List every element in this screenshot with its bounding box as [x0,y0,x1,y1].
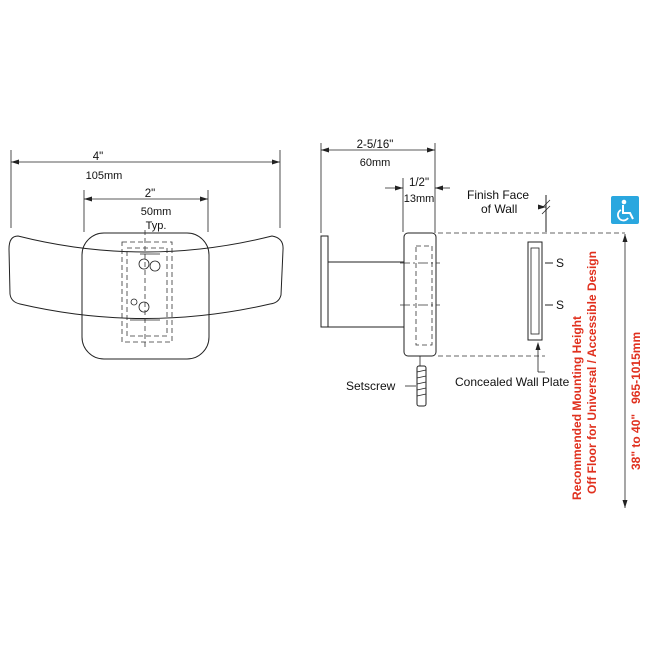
concealed-plate-outline [121,230,173,348]
overall-width-imperial: 4" [93,151,103,163]
wall-plate-label: Concealed Wall Plate [455,375,570,389]
depth-dimension: 2-5/16" 60mm [320,139,436,233]
hook-tip-profile [320,235,329,328]
finish-face-of-wall: Finish Face of Wall [467,188,551,232]
depth-metric: 60mm [360,157,391,169]
side-view: 2-5/16" 60mm 1/2" 13mm [320,139,625,407]
mounting-height-line2: Off Floor for Universal / Accessible Des… [585,251,599,494]
thickness-imperial: 1/2" [409,177,429,189]
finish-face-label-line1: Finish Face [467,188,529,202]
thickness-dimension: 1/2" 13mm [385,177,450,232]
overall-width-dimension: 4" 105mm [10,150,281,228]
front-view: 4" 105mm 2" 50mm Typ. [8,150,284,360]
wheelchair-accessible-icon [611,196,639,224]
plate-width-imperial: 2" [145,188,155,200]
plate-width-dimension: 2" 50mm Typ. [83,188,209,232]
plate-width-note: Typ. [146,220,167,232]
plate-width-metric: 50mm [141,206,172,218]
depth-imperial: 2-5/16" [357,139,394,151]
hook-bar [8,235,284,319]
screw-marker-top: S [556,256,564,270]
hook-base-profile [403,232,437,357]
setscrew: Setscrew [346,356,427,407]
overall-width-metric: 105mm [86,170,123,182]
mounting-height: Recommended Mounting Height Off Floor fo… [570,196,643,508]
finish-face-label-line2: of Wall [481,202,517,216]
screw-marker-bottom: S [556,298,564,312]
setscrew-label: Setscrew [346,379,396,393]
mounting-height-line1: Recommended Mounting Height [570,316,584,500]
thickness-metric: 13mm [404,193,435,205]
concealed-wall-plate: S S Concealed Wall Plate [455,241,570,389]
hook-base [81,232,210,360]
mounting-height-range: 38" to 40" 965-1015mm [629,332,643,470]
